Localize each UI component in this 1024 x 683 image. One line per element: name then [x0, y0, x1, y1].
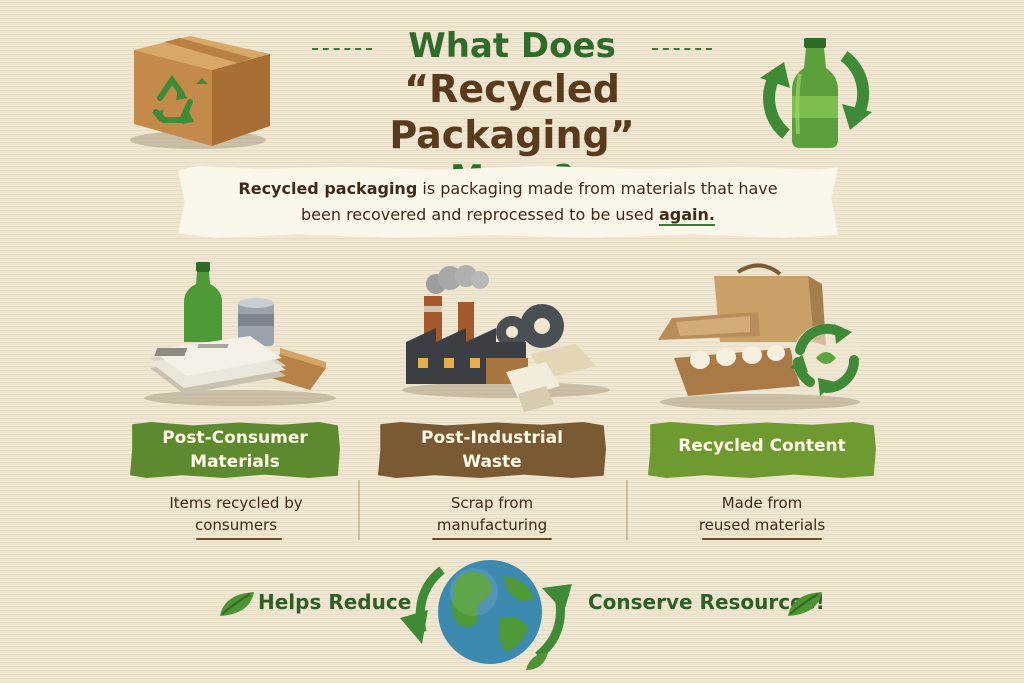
category-desc-2b: manufacturing [436, 516, 548, 534]
footer-right-text: Conserve Resources! [588, 590, 825, 614]
category-title-2b: Waste [462, 452, 522, 472]
factory-icon [402, 265, 610, 412]
category-desc-3b: reused materials [698, 516, 826, 534]
category-title-3: Recycled Content [678, 436, 846, 456]
footer-left-text: Helps Reduce [258, 590, 412, 614]
definition-term: Recycled packaging [238, 179, 418, 198]
definition-emphasis: again. [658, 205, 715, 226]
leaf-icon-right [788, 592, 822, 616]
definition-line-1: Recycled packaging is packaging made fro… [198, 176, 818, 202]
category-desc-3a: Made from [721, 494, 803, 512]
definition-banner: Recycled packaging is packaging made fro… [178, 166, 838, 238]
definition-line-2: been recovered and reprocessed to be use… [198, 202, 818, 228]
category-desc-1b: consumers [194, 516, 278, 534]
category-title-1b: Materials [190, 452, 280, 472]
category-banner-post-industrial: Post-Industrial Waste [378, 422, 606, 478]
newspaper-stack-icon [144, 262, 336, 406]
title-line-2: “Recycled Packaging” [389, 67, 635, 157]
title-dash-right [652, 48, 712, 50]
category-title-2a: Post-Industrial [421, 428, 563, 448]
desc-underline-1 [196, 538, 282, 540]
category-description-2: Scrap from manufacturing [392, 492, 592, 536]
desc-underline-2 [432, 538, 552, 540]
recycle-bottle-icon [760, 38, 872, 148]
column-divider-2 [626, 480, 628, 540]
category-description-3: Made from reused materials [662, 492, 862, 536]
category-banner-post-consumer: Post-Consumer Materials [130, 422, 340, 478]
desc-underline-3 [702, 538, 822, 540]
definition-text-1: is packaging made from materials that ha… [417, 179, 778, 198]
title-line-1: What Does [408, 26, 616, 66]
recycle-box-icon [130, 36, 270, 149]
egg-carton-icon [658, 263, 860, 410]
globe-icon [400, 560, 572, 670]
category-desc-1a: Items recycled by [169, 494, 303, 512]
category-banner-recycled-content: Recycled Content [648, 422, 876, 478]
title-dash-left [312, 48, 372, 50]
category-description-1: Items recycled by consumers [136, 492, 336, 536]
category-title-1a: Post-Consumer [162, 428, 308, 448]
leaf-icon-left [220, 592, 254, 616]
category-desc-2a: Scrap from [450, 494, 534, 512]
column-divider-1 [358, 480, 360, 540]
definition-text-2: been recovered and reprocessed to be use… [301, 205, 659, 224]
